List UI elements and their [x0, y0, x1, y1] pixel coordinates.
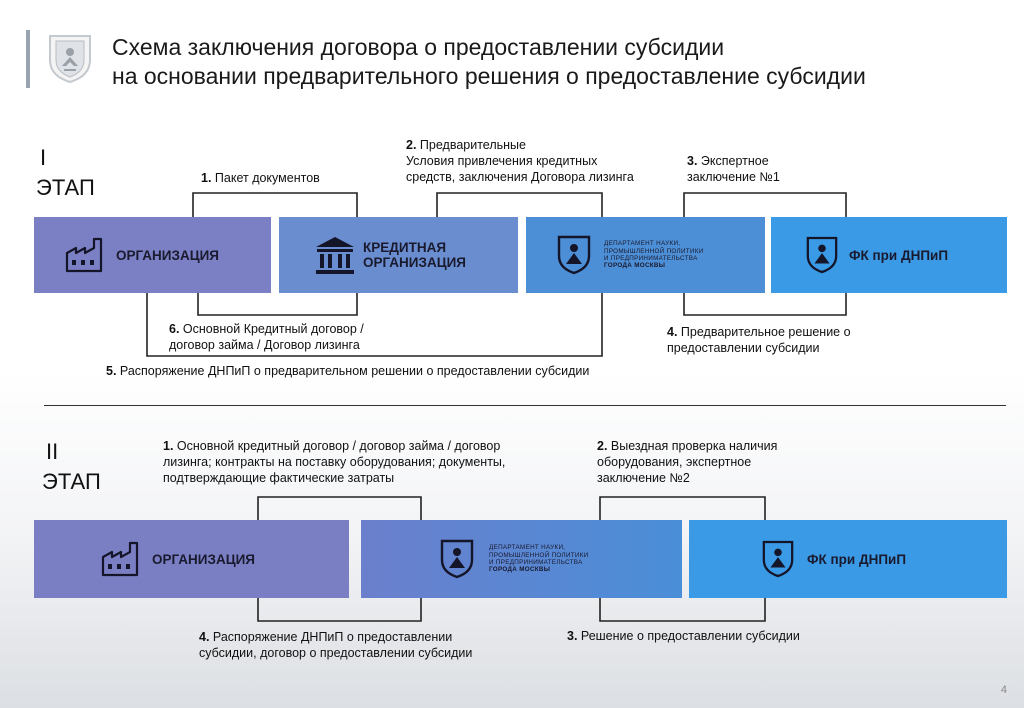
- dept-emblem-icon: [556, 234, 592, 276]
- title-line-2: на основании предварительного решения о …: [112, 63, 866, 89]
- dept-line-4: ГОРОДА МОСКВЫ: [489, 566, 551, 574]
- stage1-step-4: 4. Предварительное решение о предоставле…: [667, 325, 851, 355]
- stage2-step-1: 1. Основной кредитный договор / договор …: [163, 439, 506, 485]
- fk-emblem-icon: [761, 539, 795, 579]
- fk-emblem-icon: [805, 235, 839, 275]
- stage1-step-6: 6. Основной Кредитный договор / договор …: [169, 322, 364, 352]
- dept-line-1: ДЕПАРТАМЕНТ НАУКИ,: [604, 240, 681, 248]
- dept-line-2: ПРОМЫШЛЕННОЙ ПОЛИТИКИ: [604, 247, 704, 255]
- header-accent-bar: [26, 30, 30, 88]
- stage1-fk-box: ФК при ДНПиП: [771, 217, 1007, 293]
- org-label: ОРГАНИЗАЦИЯ: [116, 247, 219, 263]
- dept-emblem-icon: [439, 538, 475, 580]
- stage2-step-3: 3. Решение о предоставлении субсидии: [567, 629, 800, 643]
- credit-label-line-2: ОРГАНИЗАЦИЯ: [363, 255, 466, 270]
- stage1-org-box: ОРГАНИЗАЦИЯ: [34, 217, 271, 293]
- page-title: Схема заключения договора о предоставлен…: [112, 33, 866, 91]
- dept-line-4: ГОРОДА МОСКВЫ: [604, 262, 666, 270]
- stage1-step-2: 2. Предварительные Условия привлечения к…: [406, 138, 634, 184]
- stage1-roman: I: [40, 145, 47, 170]
- fk-label: ФК при ДНПиП: [849, 247, 949, 263]
- org-label: ОРГАНИЗАЦИЯ: [152, 551, 255, 567]
- bank-icon: [313, 234, 357, 276]
- stage-separator: [44, 405, 1006, 406]
- stage2-step-2: 2. Выездная проверка наличия оборудовани…: [597, 439, 778, 485]
- dept-line-1: ДЕПАРТАМЕНТ НАУКИ,: [489, 544, 566, 552]
- credit-org-label: КРЕДИТНАЯ ОРГАНИЗАЦИЯ: [363, 240, 466, 270]
- stage2-label: ЭТАП: [42, 469, 101, 494]
- stage2-fk-box: ФК при ДНПиП: [689, 520, 1007, 598]
- dept-line-2: ПРОМЫШЛЕННОЙ ПОЛИТИКИ: [489, 551, 589, 559]
- dept-name: ДЕПАРТАМЕНТ НАУКИ, ПРОМЫШЛЕННОЙ ПОЛИТИКИ…: [489, 544, 589, 574]
- factory-icon: [64, 235, 108, 275]
- stage1-dept-box: ДЕПАРТАМЕНТ НАУКИ, ПРОМЫШЛЕННОЙ ПОЛИТИКИ…: [526, 217, 765, 293]
- stage2-step-4: 4. Распоряжение ДНПиП о предоставлении с…: [199, 630, 473, 660]
- stage1-step-5: 5. Распоряжение ДНПиП о предварительном …: [106, 364, 590, 378]
- dept-name: ДЕПАРТАМЕНТ НАУКИ, ПРОМЫШЛЕННОЙ ПОЛИТИКИ…: [604, 240, 704, 270]
- moscow-emblem-icon: [42, 30, 98, 86]
- stage1-step-1: 1. Пакет документов: [201, 171, 320, 185]
- factory-icon: [100, 539, 144, 579]
- dept-line-3: И ПРЕДПРИНИМАТЕЛЬСТВА: [604, 255, 698, 262]
- dept-line-3: И ПРЕДПРИНИМАТЕЛЬСТВА: [489, 559, 583, 566]
- fk-label: ФК при ДНПиП: [807, 551, 907, 567]
- stage1-label: ЭТАП: [36, 175, 95, 200]
- page-number: 4: [1000, 684, 1007, 696]
- stage1-step-3: 3. Экспертное заключение №1: [687, 154, 780, 184]
- stage2-dept-box: ДЕПАРТАМЕНТ НАУКИ, ПРОМЫШЛЕННОЙ ПОЛИТИКИ…: [361, 520, 682, 598]
- credit-label-line-1: КРЕДИТНАЯ: [363, 240, 447, 255]
- title-line-1: Схема заключения договора о предоставлен…: [112, 34, 725, 60]
- stage2-org-box: ОРГАНИЗАЦИЯ: [34, 520, 349, 598]
- stage1-credit-box: КРЕДИТНАЯ ОРГАНИЗАЦИЯ: [279, 217, 518, 293]
- stage2-roman: II: [46, 439, 59, 464]
